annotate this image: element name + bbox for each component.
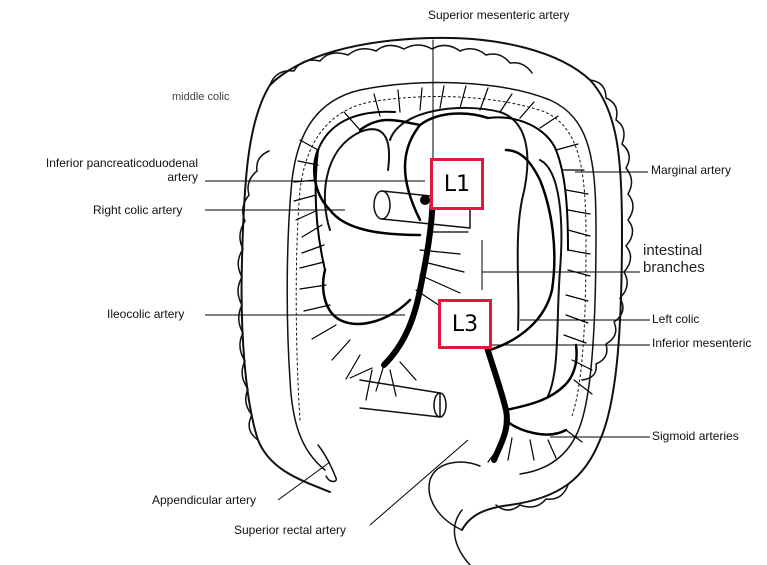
colon-inner-outline <box>286 81 597 475</box>
haustra-top <box>269 44 533 86</box>
marginal-dotted <box>295 96 587 421</box>
superior-mesenteric-trunk <box>381 192 436 368</box>
rectum <box>428 461 481 565</box>
label-intestinal-line2: branches <box>643 259 705 277</box>
haustra-left <box>237 150 270 441</box>
vasa-recta <box>293 85 593 463</box>
label-intestinal-line1: intestinal <box>643 242 703 259</box>
label-sigmoid-arteries: Sigmoid arteries <box>652 429 739 443</box>
leader-superior-rectal <box>369 439 469 526</box>
sigmoid-arch-2 <box>503 418 568 436</box>
label-middle-colic: middle colic <box>172 91 230 103</box>
ileum-end <box>359 379 441 418</box>
middle-colic-arch <box>358 112 490 222</box>
descending-inner <box>539 159 563 397</box>
ileocolic-arch <box>321 268 412 326</box>
label-inferior-pancreaticoduodenal-line2: artery <box>167 169 198 184</box>
leader-appendicular <box>277 461 331 501</box>
label-ileocolic-artery: Ileocolic artery <box>107 307 185 321</box>
label-superior-rectal-artery: Superior rectal artery <box>234 523 347 537</box>
label-superior-mesenteric-artery: Superior mesenteric artery <box>428 8 570 22</box>
label-intestinal-branches: intestinal branches <box>643 242 705 277</box>
sma-origin-dot <box>420 195 430 205</box>
vertebra-marker-l1: L1 <box>430 158 484 210</box>
label-right-colic-artery: Right colic artery <box>93 203 183 217</box>
haustra-right <box>581 79 634 381</box>
pancreas-end-cap <box>373 190 391 220</box>
label-inferior-pancreaticoduodenal: Inferior pancreaticoduodenal artery <box>10 156 198 185</box>
appendix <box>317 444 338 483</box>
label-left-colic: Left colic <box>652 312 700 326</box>
label-marginal-artery: Marginal artery <box>651 163 732 177</box>
sigmoid-arch-1 <box>504 343 578 412</box>
label-inferior-pancreaticoduodenal-line1: Inferior pancreaticoduodenal <box>45 156 198 170</box>
haustra-bottom <box>495 484 569 511</box>
transverse-loop <box>389 106 529 331</box>
left-colic-arch <box>488 148 556 352</box>
label-inferior-mesenteric: Inferior mesenteric <box>652 336 752 350</box>
vertebra-marker-l3: L3 <box>438 299 492 349</box>
label-appendicular-artery: Appendicular artery <box>152 493 257 507</box>
